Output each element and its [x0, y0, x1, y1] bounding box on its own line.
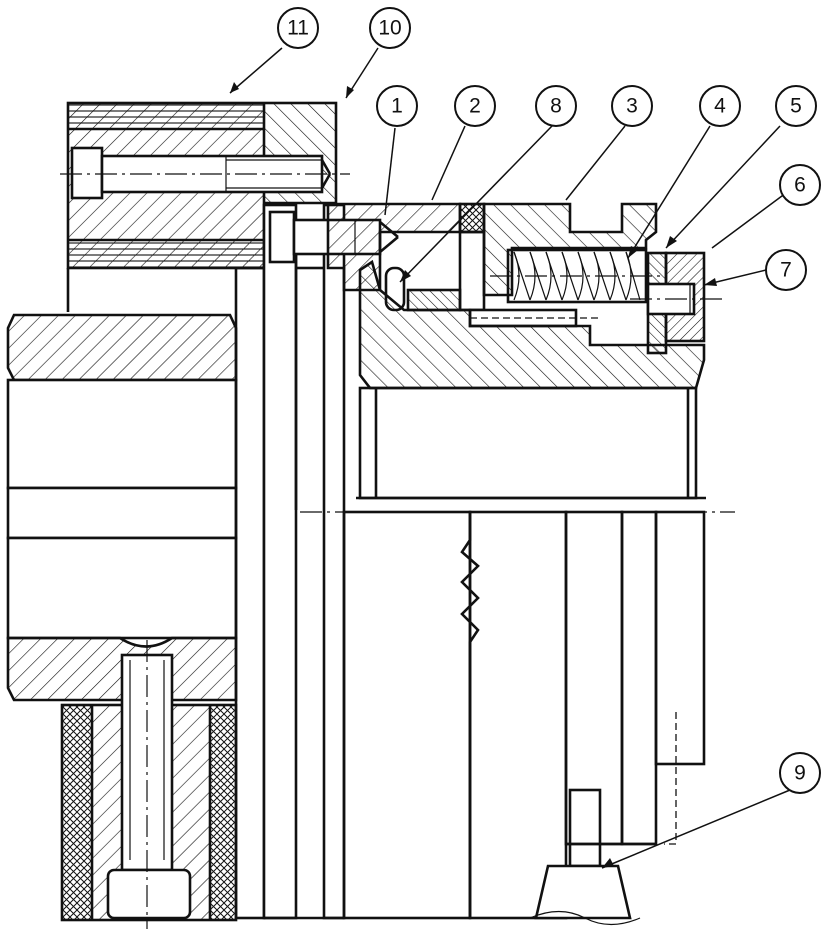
callout-7-label: 7 [780, 259, 792, 282]
callout-6: 6 [779, 164, 821, 206]
callout-11: 11 [277, 7, 319, 49]
clutch-hub [300, 202, 735, 513]
callout-4-label: 4 [714, 95, 726, 118]
callout-10: 10 [369, 7, 411, 49]
shaft-flange-plates [234, 203, 399, 920]
callout-6-label: 6 [794, 174, 806, 197]
callout-3-label: 3 [626, 95, 638, 118]
callout-leaders [229, 47, 791, 869]
actuator-rod [529, 788, 641, 926]
callout-5-label: 5 [790, 95, 802, 118]
callout-9-label: 9 [794, 762, 806, 785]
gear-ring-assembly [60, 101, 350, 312]
callout-9: 9 [779, 752, 821, 794]
callout-2-label: 2 [469, 95, 481, 118]
callout-1-label: 1 [391, 95, 403, 118]
callout-2: 2 [454, 85, 496, 127]
callout-8: 8 [535, 85, 577, 127]
callout-1: 1 [376, 85, 418, 127]
callout-7: 7 [765, 249, 807, 291]
callout-5: 5 [775, 85, 817, 127]
stepped-shaft [342, 510, 706, 920]
callout-10-label: 10 [378, 17, 401, 40]
callout-3: 3 [611, 85, 653, 127]
callout-4: 4 [699, 85, 741, 127]
lower-flange [60, 640, 238, 929]
callout-11-label: 11 [287, 17, 309, 40]
gear-wheel [6, 313, 238, 702]
callout-8-label: 8 [550, 95, 562, 118]
